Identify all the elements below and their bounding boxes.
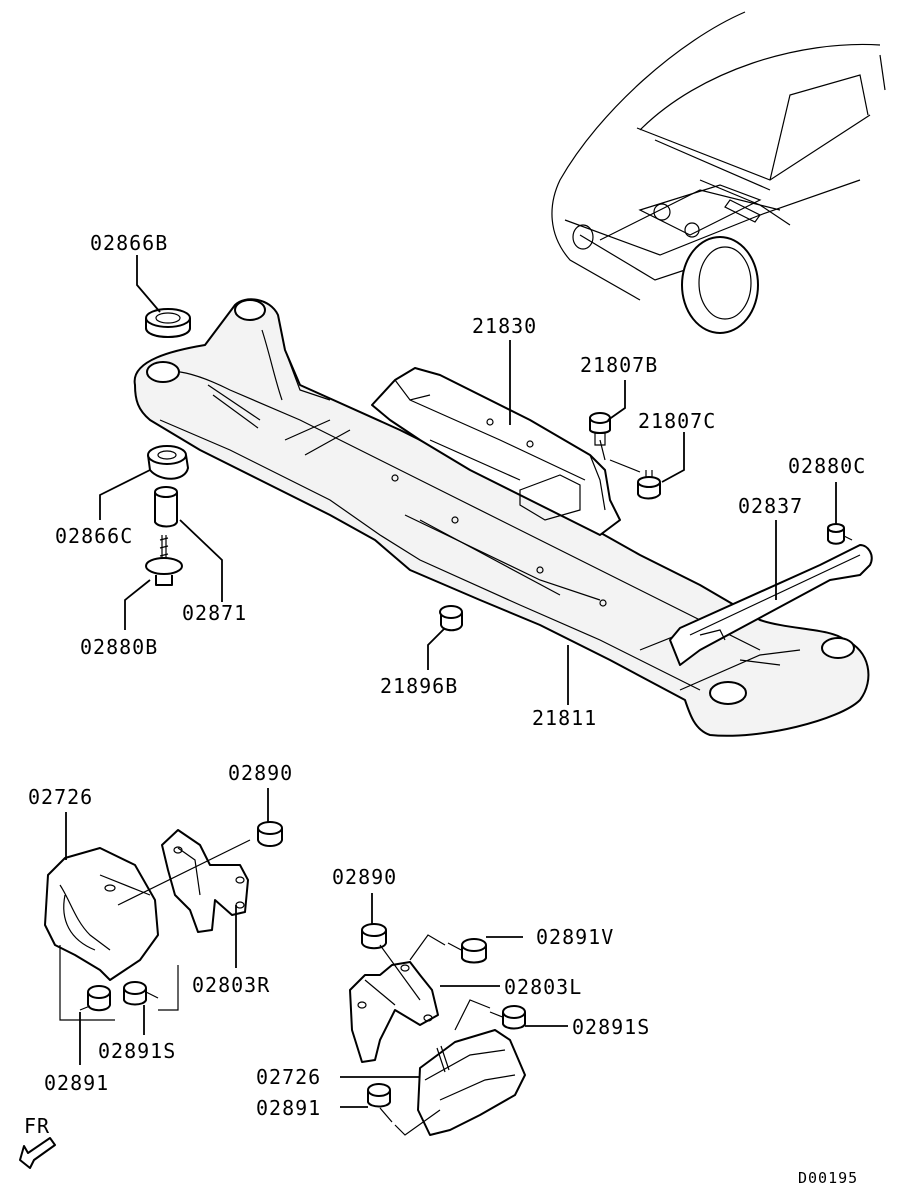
bar-02837 <box>669 544 873 666</box>
label-02891-left: 02891 <box>44 1071 109 1095</box>
label-02803R: 02803R <box>192 973 270 997</box>
label-02866B: 02866B <box>90 231 168 255</box>
label-02891S-right: 02891S <box>572 1015 650 1039</box>
connection-lines <box>59 439 641 1136</box>
bolt-21807B <box>589 412 611 446</box>
engine-mount-02726-right <box>417 1029 526 1136</box>
label-fr: FR <box>24 1114 50 1138</box>
bracket-02803L <box>349 961 439 1063</box>
label-21811: 21811 <box>532 706 597 730</box>
nut-21896B <box>439 605 463 632</box>
engine-mount-02726-left <box>44 847 159 981</box>
label-21807C: 21807C <box>638 409 716 433</box>
bolt-02891-left <box>79 985 111 1012</box>
bolt-02880C <box>827 523 853 545</box>
label-21807B: 21807B <box>580 353 658 377</box>
collar-02871 <box>154 486 178 528</box>
bolt-02880B <box>145 535 183 586</box>
nut-02890-right <box>361 923 387 950</box>
bolt-02891V <box>447 938 487 964</box>
label-02866C: 02866C <box>55 524 133 548</box>
label-02880C: 02880C <box>788 454 866 478</box>
bolt-02891S-left <box>123 981 159 1006</box>
label-02891-right: 02891 <box>256 1096 321 1120</box>
bracket-02803R <box>161 829 249 933</box>
label-02890-right: 02890 <box>332 865 397 889</box>
nut-02890-left <box>257 821 283 847</box>
front-direction-arrow <box>19 1137 56 1169</box>
label-02890-left: 02890 <box>228 761 293 785</box>
label-02880B: 02880B <box>80 635 158 659</box>
label-02726-left: 02726 <box>28 785 93 809</box>
bushing-02866C <box>147 445 189 480</box>
diagram-code: D00195 <box>798 1169 858 1187</box>
label-02837: 02837 <box>738 494 803 518</box>
label-21896B: 21896B <box>380 674 458 698</box>
leader-lines <box>65 255 837 1108</box>
bolt-02891S-right <box>489 1005 526 1030</box>
bolt-02891-right <box>367 1083 393 1123</box>
label-02871: 02871 <box>182 601 247 625</box>
bushing-02866B <box>145 308 191 338</box>
bolt-21807C <box>637 470 661 500</box>
label-02803L: 02803L <box>504 975 582 999</box>
callout-labels: 02866B 21830 21807B 21807C 02880C 02837 … <box>24 231 866 1187</box>
label-02891S-left: 02891S <box>98 1039 176 1063</box>
vehicle-inset-illustration <box>551 11 886 334</box>
label-02726-right: 02726 <box>256 1065 321 1089</box>
label-02891V: 02891V <box>536 925 614 949</box>
label-21830: 21830 <box>472 314 537 338</box>
bracket-21830 <box>371 367 621 536</box>
